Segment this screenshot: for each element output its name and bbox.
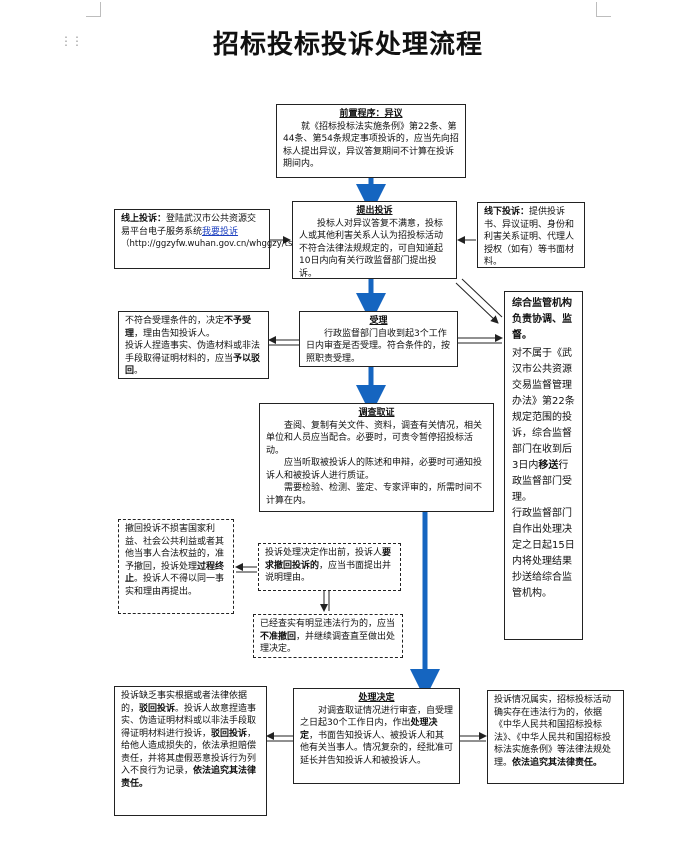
no-withdraw-emph: 不准撤回 bbox=[260, 631, 297, 642]
online-complaint-link[interactable]: 我要投诉 bbox=[202, 226, 239, 237]
file-complaint-heading: 提出投诉 bbox=[356, 206, 393, 216]
pre-procedure-heading: 前置程序：异议 bbox=[339, 109, 403, 119]
reject-text-4: 。 bbox=[134, 366, 144, 376]
no-withdraw-text-2: ，并继续调查直至做出处理决定。 bbox=[260, 631, 396, 655]
withdraw-request-text-2: ，应当书面提出并说明理由。 bbox=[265, 560, 392, 584]
decision-text-2: ，书面告知投诉人、被投诉人和其他有关当事人。情况复杂的，经批准可延长并告知投诉人… bbox=[300, 730, 454, 766]
online-url[interactable]: （http://ggzyfw.wuhan.gov.cn/whggzy/tsjg/… bbox=[121, 239, 369, 249]
offline-text: 提供投诉书、异议证明、身份和利害关系证明、代理人授权（如有）等书面材料。 bbox=[484, 207, 575, 267]
no-withdraw-text-1: 已经查实有明显违法行为的，应当 bbox=[260, 619, 396, 629]
file-complaint-box: 提出投诉 投标人对异议答复不满意，投标人或其他利害关系人认为招投标活动不符合法律… bbox=[292, 201, 457, 279]
investigation-para-3: 需要检验、检测、鉴定、专家评审的，所需时间不计算在内。 bbox=[266, 483, 483, 506]
coordination-emph: 移送 bbox=[538, 460, 559, 471]
offline-complaint-box: 线下投诉：提供投诉书、异议证明、身份和利害关系证明、代理人授权（如有）等书面材料… bbox=[477, 202, 585, 268]
coordination-text-3: 行政监督部门自作出处理决定之日起15日内将处理结果抄送给综合监管机构。 bbox=[512, 508, 575, 599]
reject-text-2: ，理由告知投诉人。 bbox=[134, 328, 216, 339]
dismiss-text-2: 。投诉人故意捏造事实、伪造证明材料或以非法手段取得证明材料进行投诉， bbox=[121, 703, 257, 739]
page-title: 招标投标投诉处理流程 bbox=[212, 30, 483, 60]
uphold-box: 投诉情况属实，招标投标活动确实存在违法行为的，依据《中华人民共和国招标投标法》、… bbox=[487, 690, 624, 784]
dismiss-emph-1: 驳回投诉 bbox=[139, 703, 176, 714]
dismiss-emph-3: 依法追究其法律责任。 bbox=[121, 766, 257, 789]
reject-text-3: 投诉人捏造事实、伪造材料或非法手段取得证明材料的，应当 bbox=[125, 341, 261, 364]
withdraw-note-text-1: 撤回投诉不损害国家利益、社会公共利益或者其他当事人合法权益的，准予撤回，投诉处理 bbox=[125, 524, 225, 572]
withdraw-note-emph: 过程终止 bbox=[125, 561, 225, 585]
investigation-para-1: 查阅、复制有关文件、资料，调查有关情况，相关单位和人员应当配合。必要时，可责令暂… bbox=[266, 420, 483, 456]
uphold-text: 投诉情况属实，招标投标活动确实存在违法行为的，依据《中华人民共和国招标投标法》、… bbox=[494, 695, 612, 768]
decision-text-1: 对调查取证情况进行审查，自受理之日起30个工作日内，作出 bbox=[300, 705, 454, 729]
dismiss-emph-2: 驳回投诉 bbox=[211, 728, 248, 739]
reject-emph-2: 予以驳回 bbox=[125, 353, 261, 377]
pre-procedure-text: 就《招标投标法实施条例》第22条、第44条、第54条规定事项投诉的，应当先向招标… bbox=[283, 121, 459, 170]
coordination-heading: 综合监管机构负责协调、监督。 bbox=[512, 298, 572, 341]
investigation-box: 调查取证 查阅、复制有关文件、资料，调查有关情况，相关单位和人员应当配合。必要时… bbox=[259, 403, 494, 512]
withdraw-request-emph: 要求撤回投诉的 bbox=[265, 548, 392, 571]
dismiss-text-3: ，给他人造成损失的，依法承担赔偿责任，并将其虚假恶意投诉行为列入不良行为记录， bbox=[121, 728, 257, 777]
dismiss-text-1: 投诉缺乏事实根据或者法律依据的， bbox=[121, 691, 248, 714]
uphold-emph: 依法追究其法律责任。 bbox=[512, 757, 603, 768]
file-complaint-text: 投标人对异议答复不满意，投标人或其他利害关系人认为招投标活动不符合法律法规规定的… bbox=[299, 218, 444, 279]
investigation-para-2: 应当听取被投诉人的陈述和申辩，必要时可通知投诉人和被投诉人进行质证。 bbox=[266, 458, 483, 481]
withdraw-note-text-2: 。投诉人不得以同一事实和理由再提出。 bbox=[125, 574, 225, 597]
accept-text: 行政监督部门自收到起3个工作日内审查是否受理。符合条件的，按照职责受理。 bbox=[306, 328, 451, 364]
offline-label: 线下投诉： bbox=[484, 207, 530, 217]
online-text: 登陆武汉市公共资源交易平台电子服务系统 bbox=[121, 214, 257, 237]
accept-heading: 受理 bbox=[369, 316, 388, 326]
pre-procedure-box: 前置程序：异议 就《招标投标法实施条例》第22条、第44条、第54条规定事项投诉… bbox=[276, 104, 466, 178]
reject-text-1: 不符合受理条件的，决定 bbox=[125, 316, 225, 326]
coordination-text-1: 对不属于《武汉市公共资源交易监督管理办法》第22条规定范围的投诉，综合监督部门在… bbox=[512, 348, 575, 471]
coordination-text-2: 行政监督部门受理。 bbox=[512, 460, 572, 503]
reject-box: 不符合受理条件的，决定不予受理，理由告知投诉人。 投诉人捏造事实、伪造材料或非法… bbox=[118, 311, 269, 379]
page-corner-top-right bbox=[596, 2, 611, 17]
decision-box: 处理决定 对调查取证情况进行审查，自受理之日起30个工作日内，作出处理决定，书面… bbox=[293, 688, 460, 784]
decision-heading: 处理决定 bbox=[358, 693, 395, 703]
withdraw-request-text-1: 投诉处理决定作出前，投诉人 bbox=[265, 548, 383, 558]
no-withdraw-box: 已经查实有明显违法行为的，应当不准撤回，并继续调查直至做出处理决定。 bbox=[253, 614, 403, 658]
coordination-box: 综合监管机构负责协调、监督。 对不属于《武汉市公共资源交易监督管理办法》第22条… bbox=[504, 291, 583, 640]
withdraw-request-box: 投诉处理决定作出前，投诉人要求撤回投诉的，应当书面提出并说明理由。 bbox=[258, 543, 401, 591]
online-complaint-box: 线上投诉：登陆武汉市公共资源交易平台电子服务系统我要投诉 （http://ggzy… bbox=[114, 209, 368, 269]
decision-emph: 处理决定 bbox=[300, 718, 438, 741]
dismiss-box: 投诉缺乏事实根据或者法律依据的，驳回投诉。投诉人故意捏造事实、伪造证明材料或以非… bbox=[114, 686, 267, 816]
arrow-complaint-to-coord bbox=[455, 282, 499, 324]
accept-box: 受理 行政监督部门自收到起3个工作日内审查是否受理。符合条件的，按照职责受理。 bbox=[299, 311, 458, 367]
withdraw-note-box: 撤回投诉不损害国家利益、社会公共利益或者其他当事人合法权益的，准予撤回，投诉处理… bbox=[118, 519, 234, 614]
page-corner-top-left bbox=[86, 2, 101, 17]
reject-emph-1: 不予受理 bbox=[125, 316, 252, 339]
investigation-heading: 调查取证 bbox=[358, 408, 395, 418]
online-label: 线上投诉： bbox=[121, 214, 167, 224]
